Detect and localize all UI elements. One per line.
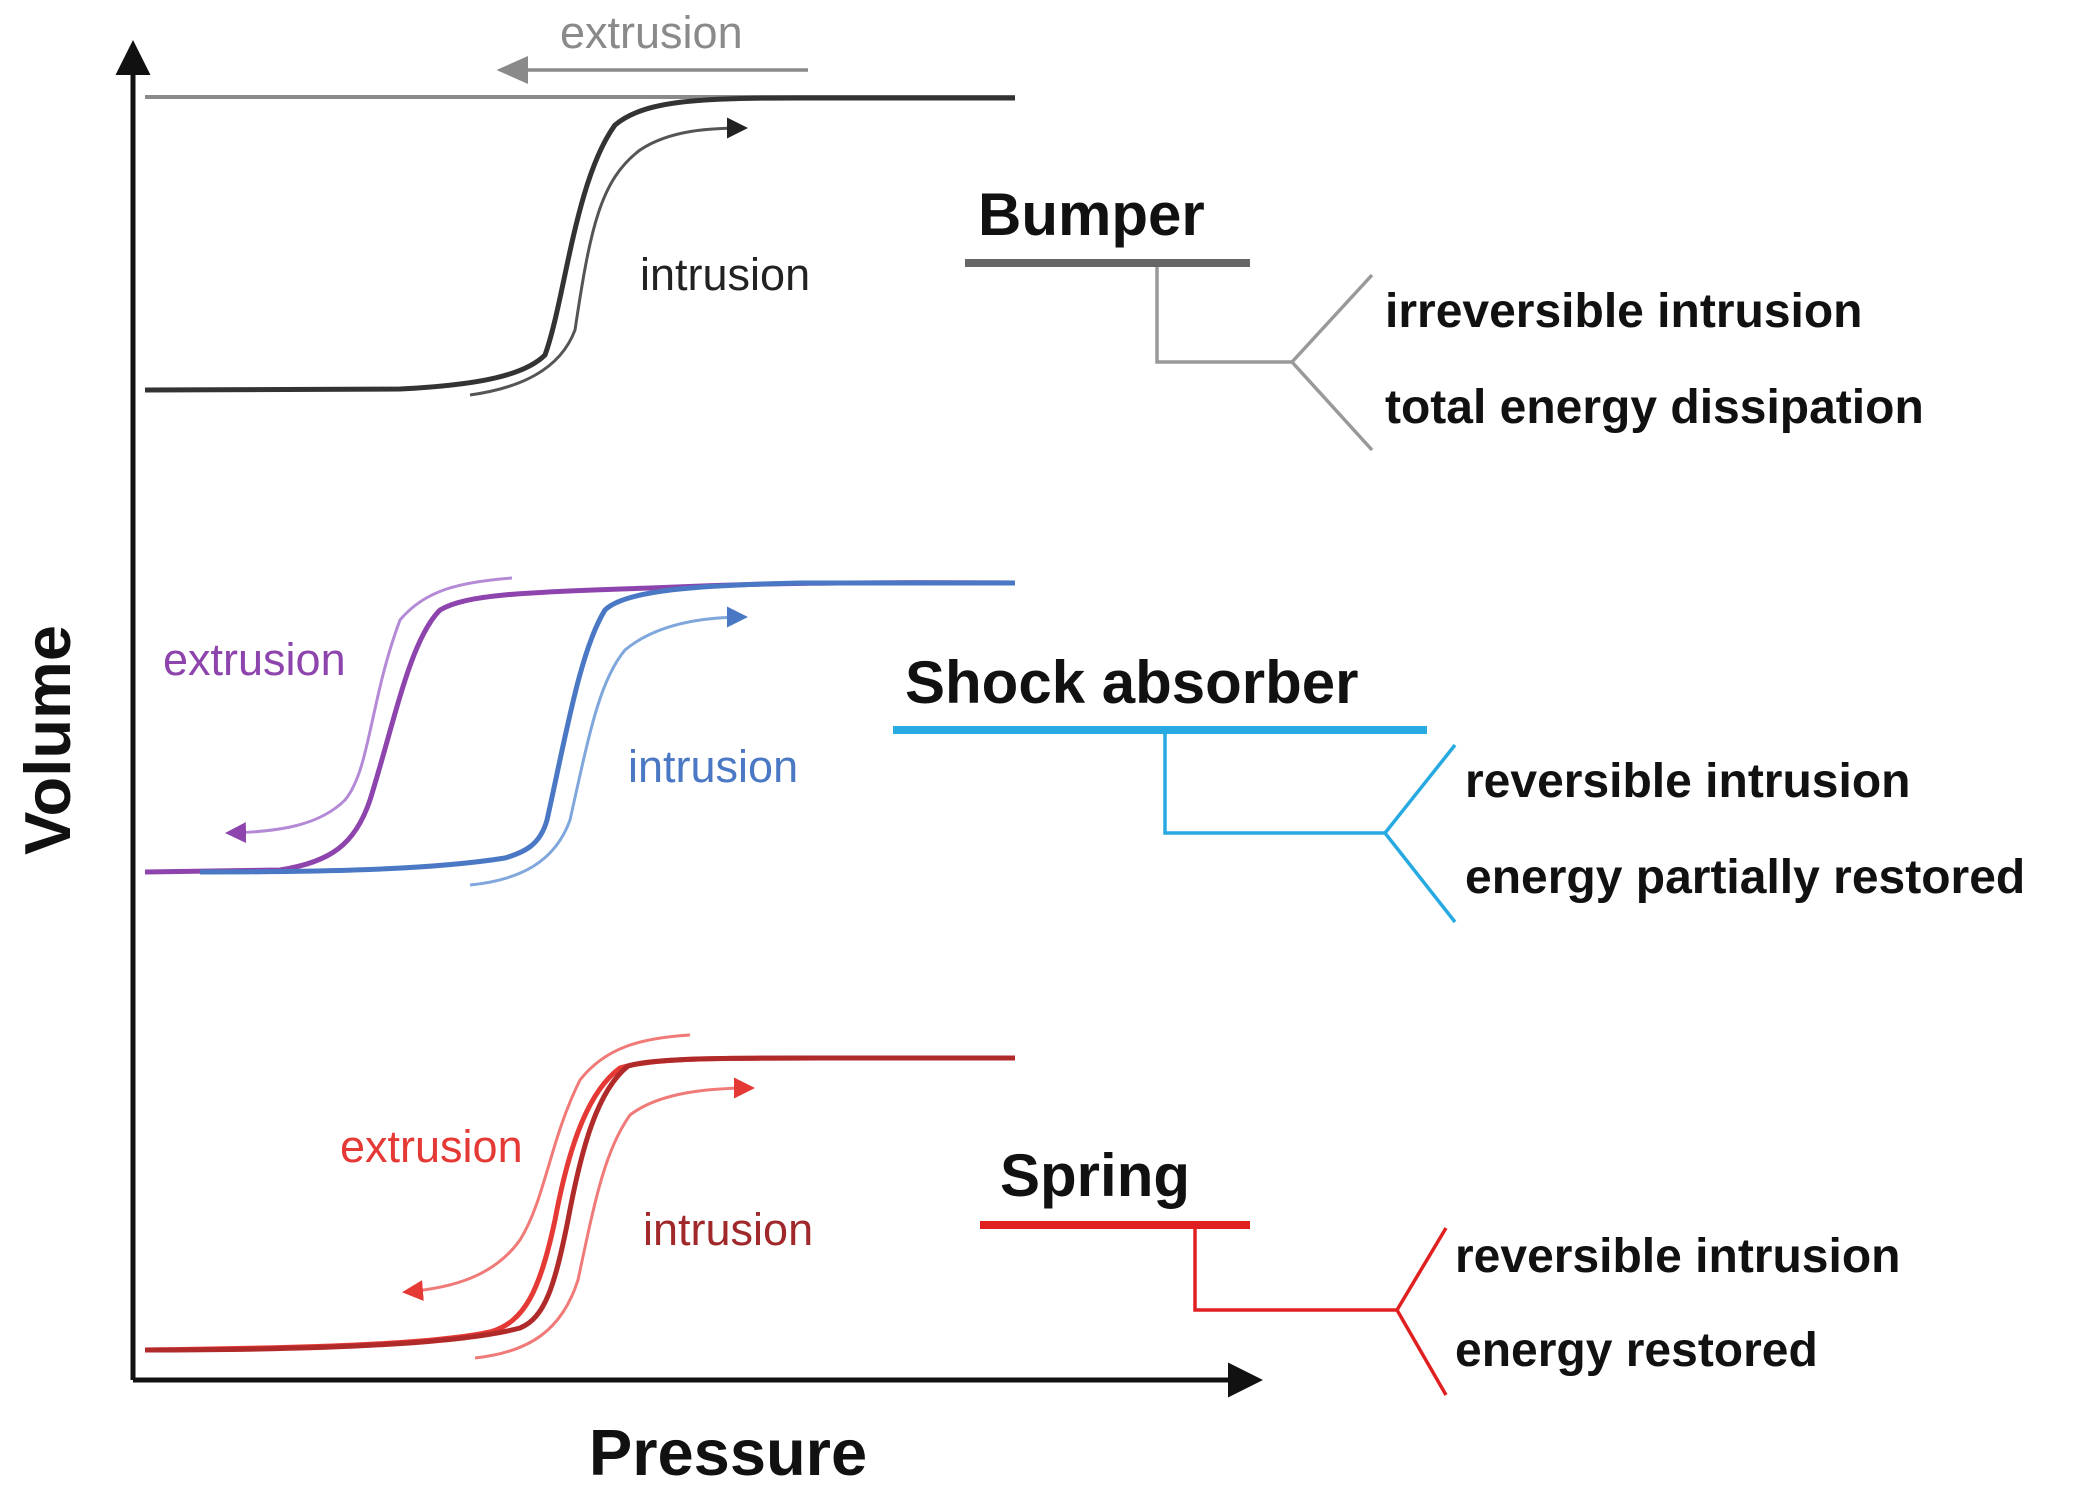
bumper-panel: extrusion intrusion Bumper irreversible … <box>144 7 1924 452</box>
shock-absorber-property-1: reversible intrusion <box>1465 755 1910 808</box>
shock-absorber-bracket <box>1163 734 1385 835</box>
spring-intrusion-curve <box>144 1055 1015 1353</box>
shock-absorber-property-2: energy partially restored <box>1465 851 2025 904</box>
spring-extrusion-label: extrusion <box>340 1121 523 1172</box>
axes: Volume Pressure <box>11 40 1263 1489</box>
spring-intrusion-label: intrusion <box>643 1204 813 1255</box>
bumper-bracket <box>1155 267 1292 364</box>
bumper-property-1: irreversible intrusion <box>1385 285 1863 338</box>
y-axis-label: Volume <box>11 625 84 855</box>
shock-intrusion-curve <box>199 580 1015 875</box>
spring-extrusion-curve <box>144 1055 1015 1353</box>
bumper-intrusion-label: intrusion <box>640 249 810 300</box>
spring-title: Spring <box>1000 1142 1190 1209</box>
shock-extrusion-label: extrusion <box>163 634 346 685</box>
spring-panel: extrusion intrusion Spring reversible in… <box>144 1033 1900 1396</box>
x-axis-label: Pressure <box>589 1416 867 1489</box>
bumper-property-2: total energy dissipation <box>1385 381 1924 434</box>
spring-fork-lower <box>1395 1309 1448 1396</box>
spring-property-1: reversible intrusion <box>1455 1230 1900 1283</box>
shock-absorber-panel: extrusion intrusion Shock absorber rever… <box>144 576 2025 924</box>
shock-intrusion-label: intrusion <box>628 741 798 792</box>
shock-extrusion-arrow <box>225 576 513 844</box>
shock-absorber-fork-upper <box>1383 743 1457 835</box>
bumper-fork-lower <box>1290 360 1374 452</box>
bumper-intrusion-curve <box>144 95 1015 393</box>
spring-bracket <box>1193 1229 1397 1312</box>
spring-extrusion-arrow <box>402 1033 691 1302</box>
shock-absorber-fork-lower <box>1383 831 1457 924</box>
spring-intrusion-arrow <box>474 1077 755 1360</box>
bumper-title: Bumper <box>978 181 1205 248</box>
shock-absorber-title: Shock absorber <box>905 649 1359 716</box>
spring-property-2: energy restored <box>1455 1324 1818 1377</box>
bumper-fork-upper <box>1290 273 1374 364</box>
bumper-extrusion-label: extrusion <box>560 7 743 58</box>
shock-intrusion-arrow <box>469 606 748 887</box>
spring-fork-upper <box>1395 1227 1448 1311</box>
bumper-intrusion-arrow <box>469 117 748 397</box>
